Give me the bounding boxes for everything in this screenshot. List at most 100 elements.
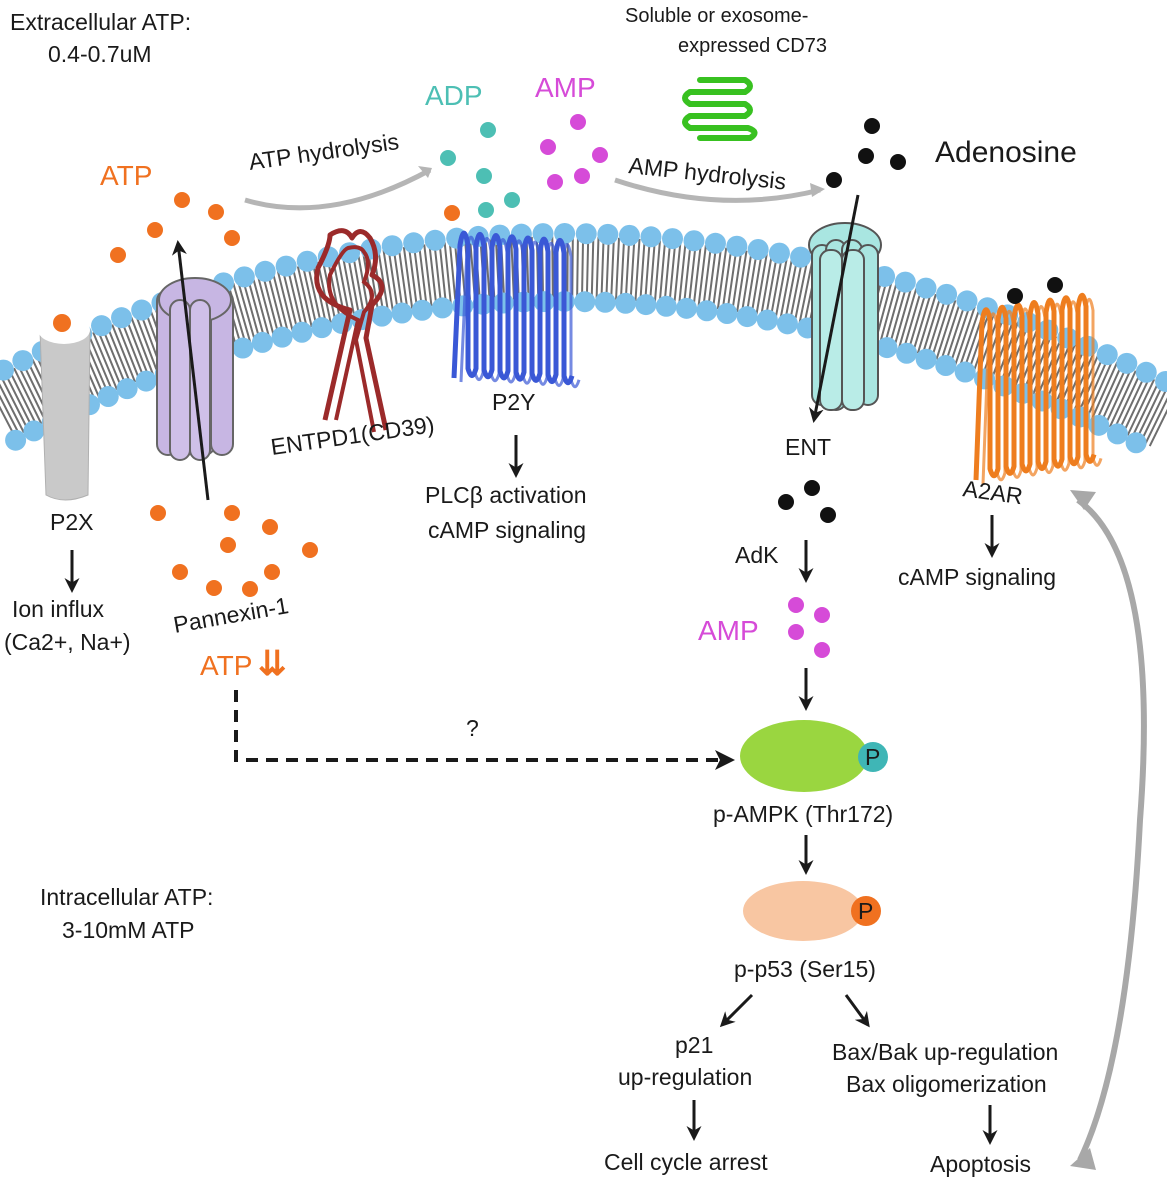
- lipid-head-group: [5, 429, 27, 451]
- atp-decrease-arrows: ⇊: [258, 645, 287, 683]
- pannexin-1-label: Pannexin-1: [171, 592, 290, 638]
- lipid-head-group: [533, 291, 555, 313]
- lipid-head-group: [1096, 344, 1118, 366]
- lipid-head-group: [575, 223, 597, 245]
- entpd1-label: ENTPD1(CD39): [269, 411, 436, 460]
- pannexin-1-channel: [156, 277, 234, 461]
- amp-extracellular-title: AMP: [535, 72, 596, 103]
- lipid-head-group: [874, 265, 896, 287]
- p-p53-label: p-p53 (Ser15): [734, 956, 876, 982]
- lipid-head-group: [311, 317, 333, 339]
- lipid-head-group: [956, 290, 978, 312]
- lipid-head-group: [594, 291, 616, 313]
- extracellular-atp-title: ATP: [100, 160, 152, 191]
- lipid-head-group: [12, 350, 34, 372]
- lipid-head-group: [371, 305, 393, 327]
- unknown-pathway-arrow: [234, 690, 720, 762]
- p2y-label: P2Y: [492, 389, 535, 415]
- ent-transporter: [808, 222, 882, 411]
- lipid-head-group: [640, 226, 662, 248]
- a2ar-receptor: [973, 292, 1103, 485]
- cd73-label-line2: expressed CD73: [678, 35, 827, 57]
- lipid-head-group: [747, 238, 769, 260]
- lipid-head-group: [896, 342, 918, 364]
- lipid-head-group: [716, 303, 738, 325]
- lipid-head-group: [1135, 361, 1157, 383]
- adenosine-molecules-extracellular: [826, 118, 906, 188]
- ion-influx-ions: (Ca2+, Na+): [4, 629, 131, 655]
- lipid-head-group: [23, 420, 45, 442]
- atp-molecules-extracellular: [110, 192, 240, 263]
- adenosine-title: Adenosine: [935, 136, 1077, 169]
- lipid-head-group: [431, 297, 453, 319]
- amp-molecules-extracellular: [540, 114, 608, 190]
- lipid-head-group: [135, 370, 157, 392]
- amp-molecules-intracellular: [788, 597, 830, 658]
- lipid-head-group: [936, 283, 958, 305]
- lipid-head-group: [935, 355, 957, 377]
- lipid-head-group: [790, 246, 812, 268]
- camp-signaling-label-a2ar: cAMP signaling: [898, 564, 1056, 590]
- lipid-head-group: [683, 230, 705, 252]
- lipid-head-group: [251, 331, 273, 353]
- adenosine-molecules-a2ar: [1007, 277, 1063, 304]
- ampk-phospho-label: P: [865, 744, 880, 770]
- cd73-label-line1: Soluble or exosome-: [625, 5, 808, 27]
- lipid-head-group: [111, 307, 133, 329]
- lipid-head-group: [954, 361, 976, 383]
- cd73-enzyme-icon: [682, 77, 758, 141]
- lipid-head-group: [97, 386, 119, 408]
- lipid-head-group: [532, 223, 554, 245]
- lipid-head-group: [0, 359, 15, 381]
- lipid-head-group: [291, 321, 313, 343]
- a2ar-helices: [981, 297, 1103, 485]
- p2y-receptor: [451, 230, 581, 389]
- adp-title: ADP: [425, 80, 483, 111]
- intracellular-atp-label: Intracellular ATP:: [40, 884, 213, 910]
- lipid-head-group: [597, 223, 619, 245]
- plc-activation-label: PLCβ activation: [425, 482, 587, 508]
- intracellular-atp-concentration: 3-10mM ATP: [62, 917, 195, 943]
- a2ar-apoptosis-arrow: [1076, 497, 1147, 1162]
- p-ampk-label: p-AMPK (Thr172): [713, 801, 893, 827]
- apoptosis-label: Apoptosis: [930, 1151, 1031, 1177]
- unknown-pathway-question: ?: [466, 715, 479, 741]
- p2x-label: P2X: [50, 509, 93, 535]
- lipid-head-group: [1116, 352, 1138, 374]
- lipid-head-group: [91, 315, 113, 337]
- p2x-channel: [38, 314, 91, 501]
- lipid-head-group: [776, 313, 798, 335]
- p21-upregulation-label: up-regulation: [618, 1064, 752, 1090]
- lipid-head-group: [574, 291, 596, 313]
- cell-cycle-arrest-label: Cell cycle arrest: [604, 1149, 768, 1175]
- adk-label: AdK: [735, 542, 779, 568]
- amp-hydrolysis-arrow: [614, 177, 821, 203]
- lipid-head-group: [403, 232, 425, 254]
- bax-oligomerization-label: Bax oligomerization: [846, 1071, 1047, 1097]
- lipid-head-group: [1155, 370, 1167, 392]
- extracellular-atp-concentration: 0.4-0.7uM: [48, 41, 152, 67]
- p53-phospho-label: P: [858, 898, 873, 924]
- lipid-head-group: [696, 300, 718, 322]
- lipid-head-group: [131, 299, 153, 321]
- p21-label: p21: [675, 1032, 713, 1058]
- lipid-head-group: [704, 232, 726, 254]
- extracellular-atp-label: Extracellular ATP:: [10, 9, 191, 35]
- a2ar-label: A2AR: [961, 475, 1024, 509]
- p53-protein: [743, 881, 881, 941]
- lipid-head-group: [768, 242, 790, 264]
- lipid-head-group: [915, 277, 937, 299]
- lipid-head-group: [736, 306, 758, 328]
- lipid-head-group: [296, 250, 318, 272]
- atp-hydrolysis-arrow: [244, 167, 432, 211]
- intracellular-amp-title: AMP: [698, 615, 759, 646]
- lipid-head-group: [726, 235, 748, 257]
- lipid-head-group: [391, 302, 413, 324]
- lipid-head-group: [1125, 432, 1147, 454]
- atp-hydrolysis-label: ATP hydrolysis: [247, 128, 400, 175]
- lipid-head-group: [233, 266, 255, 288]
- atp-molecules-intracellular: [150, 505, 318, 597]
- entpd1-cd39-enzyme: [314, 228, 389, 431]
- adenosine-molecules-intracellular: [778, 480, 836, 523]
- lipid-head-group: [915, 348, 937, 370]
